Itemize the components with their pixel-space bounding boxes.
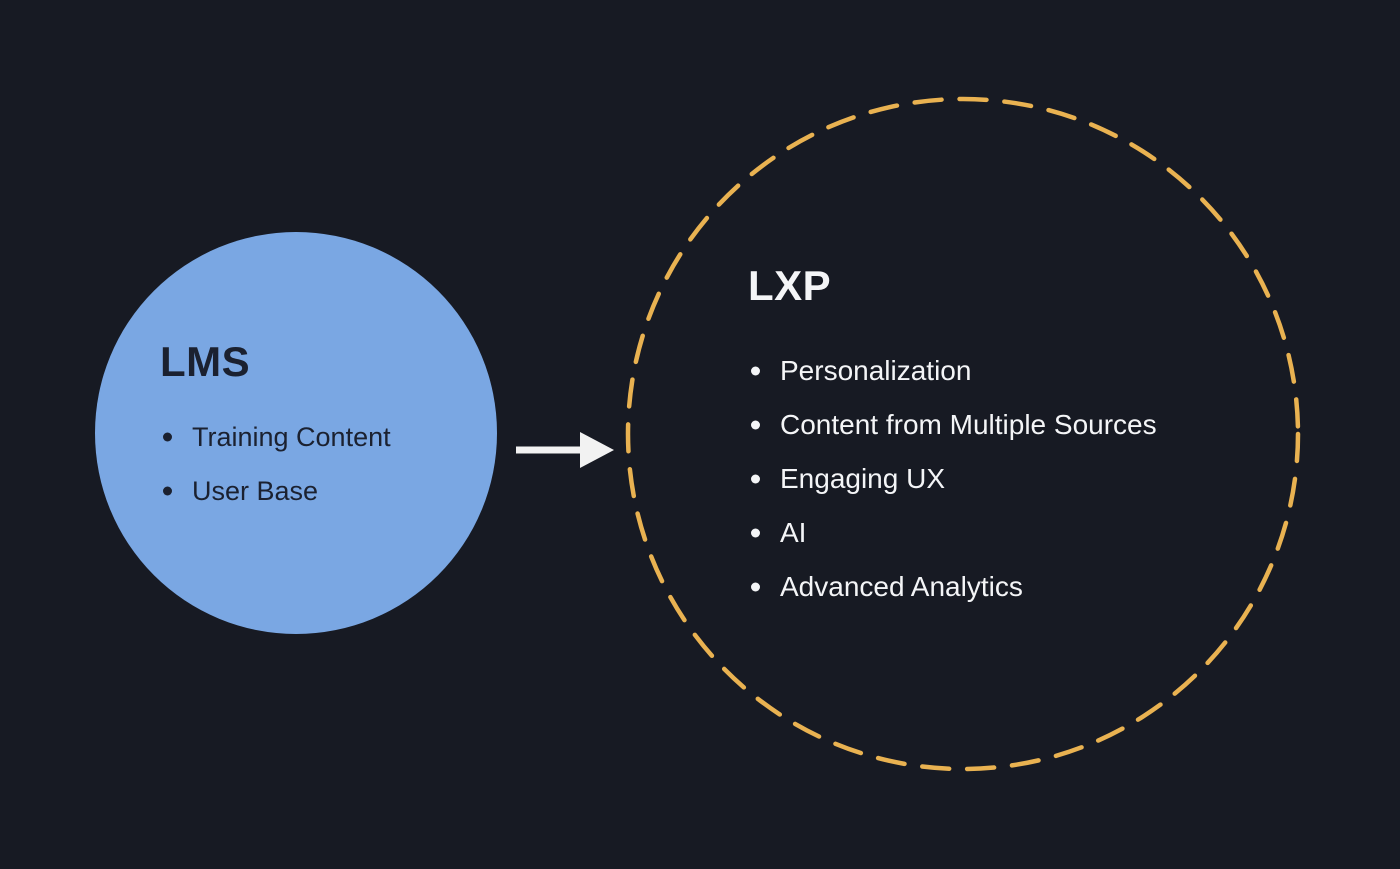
lxp-bullet-list: Personalization Content from Multiple So… [748,354,1268,604]
lxp-bullet-item: Advanced Analytics [748,570,1268,604]
lxp-bullet-item: Content from Multiple Sources [748,408,1268,442]
lms-bullet-list: Training Content User Base [160,420,490,508]
lms-title: LMS [160,338,251,385]
lxp-bullet-item: AI [748,516,1268,550]
lms-bullet-item: Training Content [160,420,490,454]
lms-content: LMS Training Content User Base [160,338,490,528]
lxp-bullet-item: Engaging UX [748,462,1268,496]
lxp-dashed-circle [625,96,1301,772]
lxp-title: LXP [748,262,832,309]
lms-bullet-item: User Base [160,474,490,508]
right-arrow-icon [516,432,614,468]
lxp-content: LXP Personalization Content from Multipl… [748,262,1268,624]
lxp-bullet-item: Personalization [748,354,1268,388]
